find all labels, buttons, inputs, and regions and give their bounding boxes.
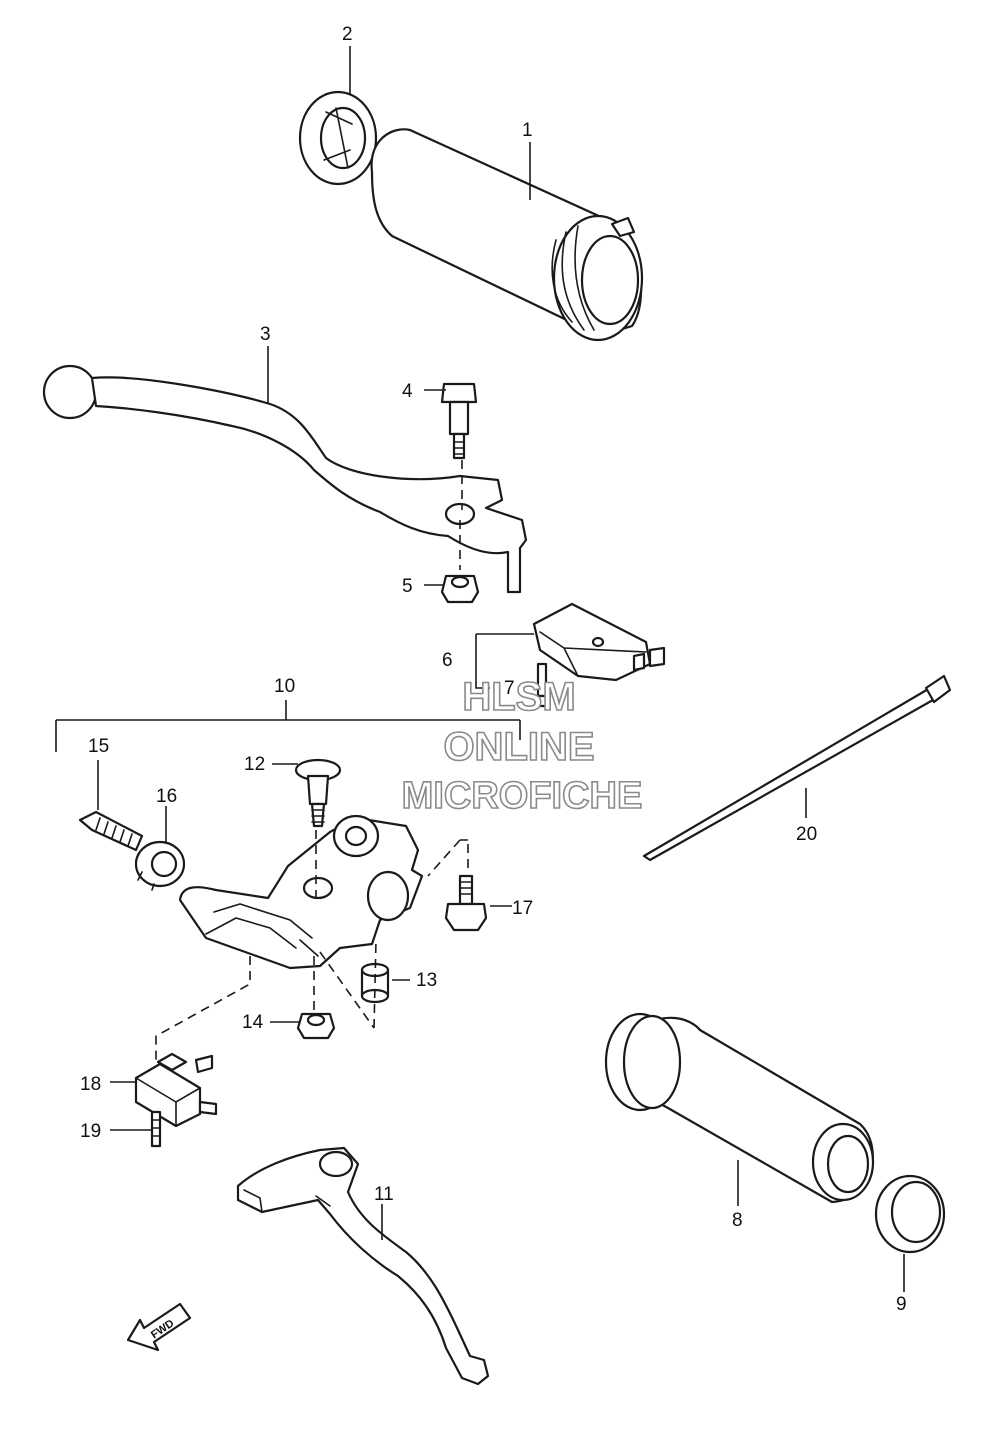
part-9-end-cap — [874, 1174, 946, 1254]
callout-5: 5 — [402, 576, 413, 597]
callout-9: 9 — [896, 1294, 907, 1315]
part-19-screw — [150, 1110, 162, 1148]
part-17-bolt — [444, 874, 488, 932]
part-6-brake-switch — [532, 602, 666, 682]
callout-10: 10 — [274, 676, 295, 697]
watermark: HLSM ONLINE MICROFICHE — [401, 674, 643, 818]
part-12-pivot-bolt — [294, 758, 342, 828]
callout-1: 1 — [522, 120, 533, 141]
watermark-line-1: HLSM — [462, 675, 575, 719]
part-5-nut — [440, 574, 480, 604]
leader-lines — [55, 46, 905, 1292]
part-3-brake-lever — [42, 364, 528, 594]
callout-16: 16 — [156, 786, 177, 807]
callout-13: 13 — [416, 970, 437, 991]
callout-20: 20 — [796, 824, 817, 845]
callout-6: 6 — [442, 650, 453, 671]
part-4-pivot-bolt — [440, 382, 478, 460]
part-18-clutch-switch — [134, 1052, 218, 1128]
callout-4: 4 — [402, 381, 413, 402]
part-11-clutch-lever — [236, 1146, 490, 1386]
part-20-cable-tie — [642, 674, 952, 862]
callout-14: 14 — [242, 1012, 264, 1033]
part-8-grip — [604, 1012, 875, 1204]
callout-11: 11 — [374, 1184, 394, 1205]
part-2-end-cap — [298, 90, 378, 186]
fwd-arrow-icon: FWD — [126, 1302, 192, 1352]
part-15-adjuster-bolt — [78, 810, 144, 852]
callout-2: 2 — [342, 24, 353, 45]
part-10-lever-holder — [178, 814, 424, 970]
callout-17: 17 — [512, 898, 533, 919]
part-1-throttle-grip — [370, 128, 644, 342]
part-16-adjuster-dial — [134, 840, 186, 891]
callout-12: 12 — [244, 754, 265, 775]
part-7-screw — [532, 662, 552, 708]
callout-18: 18 — [80, 1074, 101, 1095]
watermark-line-2: ONLINE — [443, 725, 594, 769]
callout-3: 3 — [260, 324, 271, 345]
callout-numbers: 1 2 3 4 5 6 7 8 9 10 11 12 13 14 15 16 1… — [80, 24, 907, 1315]
callout-19: 19 — [80, 1121, 101, 1142]
callout-15: 15 — [88, 736, 109, 757]
watermark-line-3: MICROFICHE — [402, 775, 643, 817]
part-14-nut — [296, 1012, 336, 1040]
callout-7: 7 — [504, 678, 515, 699]
callout-8: 8 — [732, 1210, 743, 1231]
